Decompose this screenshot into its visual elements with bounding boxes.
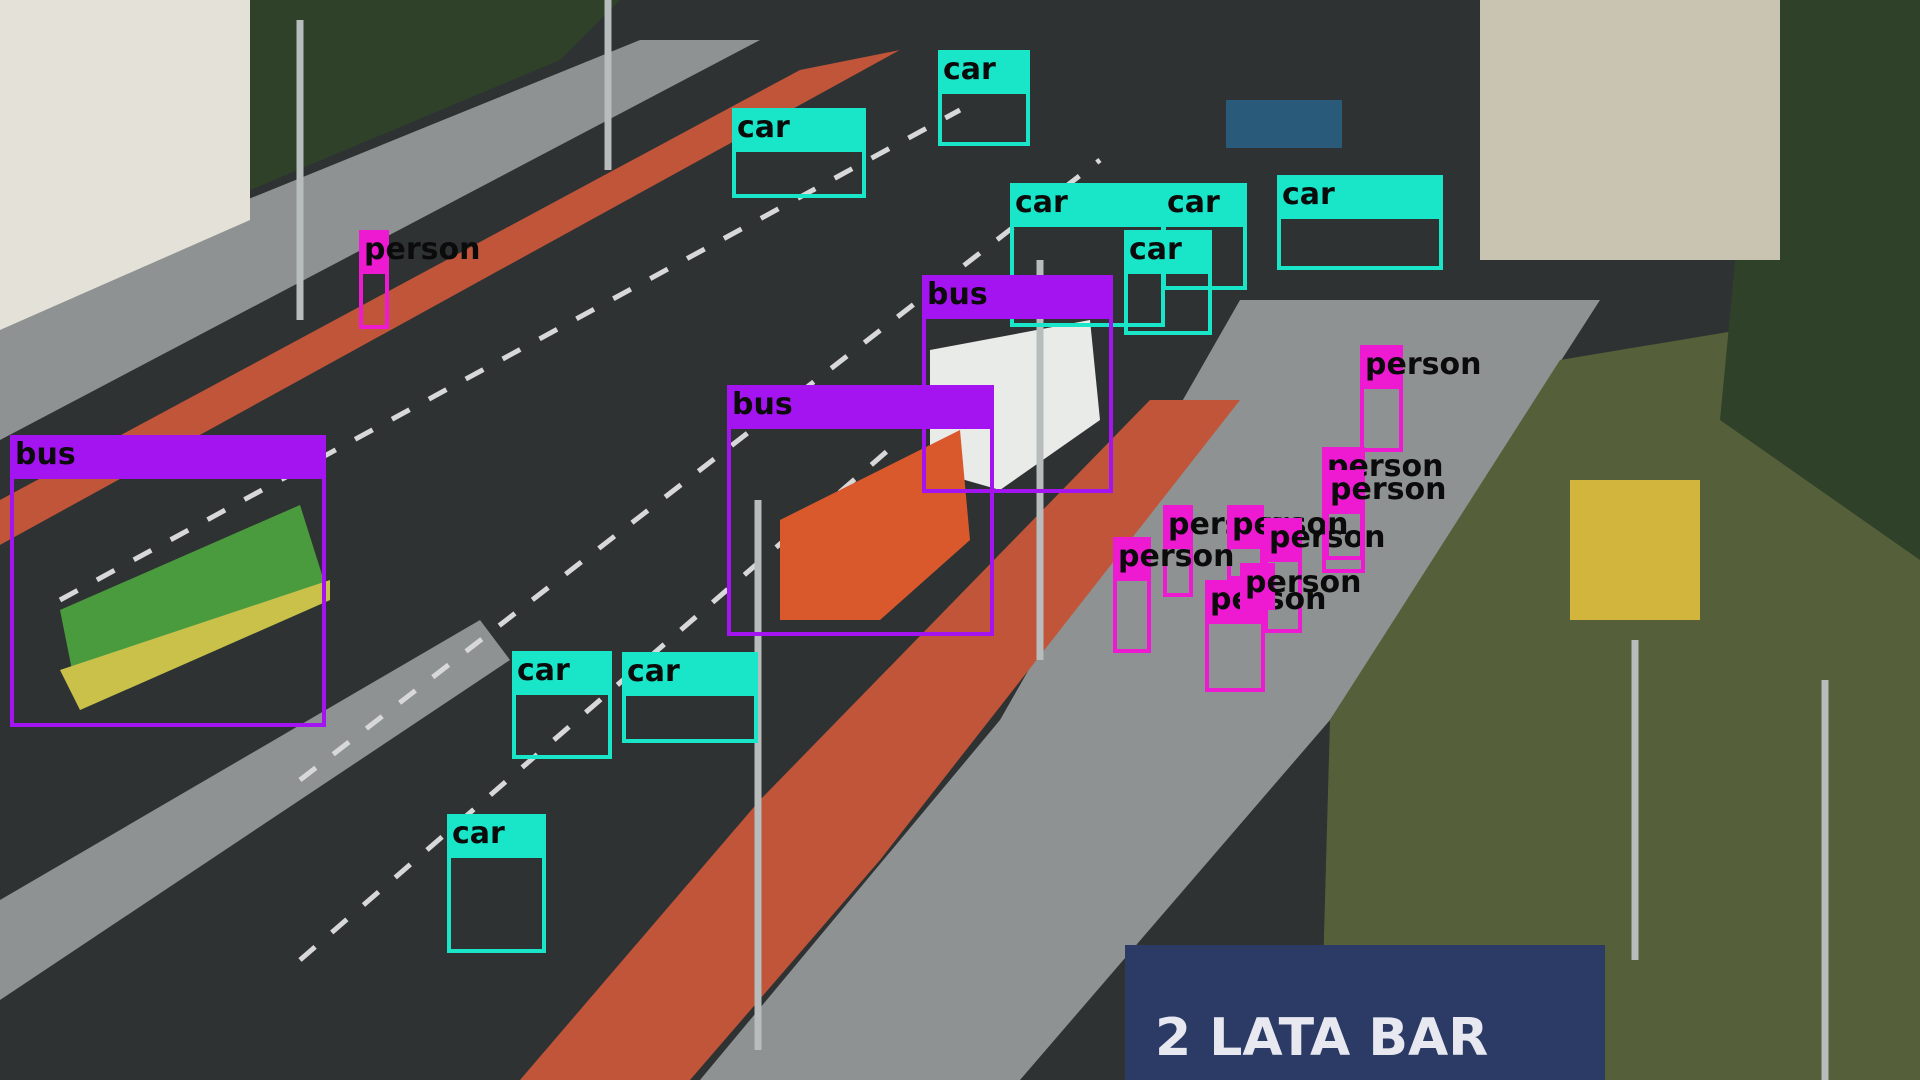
right-building: [1480, 0, 1780, 260]
person-detection-box: person: [1325, 470, 1446, 560]
car-detection-label: car: [1010, 183, 1165, 227]
direction-sign: [1226, 100, 1342, 148]
billboard-yellow: [1570, 480, 1700, 620]
person-detection-box: person: [1240, 563, 1361, 610]
car-detection-label: car: [512, 651, 612, 695]
person-detection-box: person: [1113, 537, 1234, 653]
billboard-bottom-text: 2 LATA BAR: [1155, 1008, 1488, 1068]
person-detection-label: person: [359, 230, 480, 274]
person-detection-label: person: [1325, 470, 1446, 514]
lane-markings: [58, 107, 1102, 962]
car-detection-label: car: [1277, 175, 1443, 219]
bus-detection-box: bus: [922, 275, 1113, 493]
car-detection-box: car: [732, 108, 866, 198]
bus-detection-label: bus: [922, 275, 1113, 319]
car-detection-box: car: [447, 814, 546, 953]
person-detection-label: person: [1240, 563, 1361, 607]
billboard-bottom: [1125, 945, 1605, 1080]
person-detection-label: person: [1113, 537, 1234, 581]
left-wall: [0, 0, 250, 330]
person-detection-label: person: [1264, 518, 1385, 562]
car-detection-label: car: [622, 652, 758, 696]
car-detection-label: car: [938, 50, 1030, 94]
bus-lane-lower: [520, 400, 1240, 1080]
car-detection-box: car: [622, 652, 758, 743]
green-bus: [60, 505, 330, 710]
car-detection-box: car: [938, 50, 1030, 146]
car-detection-box: car: [1277, 175, 1443, 270]
white-bus: [930, 320, 1100, 490]
bus-detection-box: bus: [727, 385, 994, 636]
street-poles: [296, 0, 1829, 1080]
car-detection-label: car: [1162, 183, 1247, 227]
car-detection-label: car: [1124, 230, 1212, 274]
main-road: [0, 0, 1450, 1080]
person-detection-box: person: [1360, 345, 1481, 452]
person-detection-label: person: [1360, 345, 1481, 389]
car-detection-label: car: [732, 108, 866, 152]
bus-detection-label: bus: [727, 385, 994, 429]
left-trees: [250, 0, 620, 190]
person-detection-box: person: [359, 230, 480, 329]
car-detection-box: car: [1010, 183, 1165, 327]
lower-left-sidewalk: [0, 620, 510, 1000]
right-greenery: [1320, 300, 1920, 1080]
bus-detection-box: bus: [10, 435, 326, 727]
car-detection-box: car: [512, 651, 612, 759]
bus-detection-label: bus: [10, 435, 326, 479]
right-sidewalk: [700, 300, 1600, 1080]
car-detection-label: car: [447, 814, 546, 858]
car-detection-box: car: [1124, 230, 1212, 335]
